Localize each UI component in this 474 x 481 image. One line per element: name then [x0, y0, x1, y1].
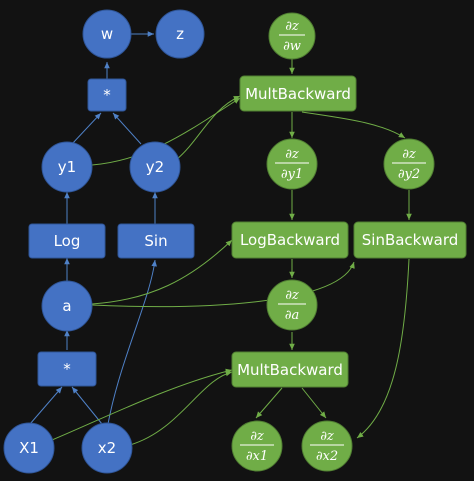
node-a-label: a — [62, 297, 71, 315]
node-z-label: z — [176, 25, 184, 43]
op-log[interactable]: Log — [28, 223, 106, 259]
node-z[interactable]: z — [155, 9, 205, 59]
node-y1[interactable]: y1 — [41, 141, 93, 193]
node-y2-label: y2 — [146, 158, 164, 176]
node-y1-label: y1 — [58, 158, 76, 176]
edge-y1-to-mul — [71, 112, 102, 145]
node-x1[interactable]: X1 — [3, 422, 55, 474]
grad-dz-dy2-den: ∂y2 — [398, 167, 420, 182]
mult-backward-top[interactable]: MultBackward — [239, 75, 357, 112]
grad-dz-dx2-den: ∂x2 — [316, 449, 338, 464]
grad-dz-dy2[interactable]: ∂z ∂y2 — [383, 138, 435, 190]
op-sin[interactable]: Sin — [117, 223, 195, 259]
grad-dz-da-den: ∂a — [285, 308, 299, 323]
grad-dz-da-num: ∂z — [285, 288, 299, 303]
op-multiply-top-label: * — [103, 86, 111, 104]
grad-dz-dy1-num: ∂z — [285, 147, 299, 162]
grad-dz-dx1[interactable]: ∂z ∂x1 — [231, 420, 283, 472]
grad-dz-dx2-num: ∂z — [320, 429, 334, 444]
mult-backward-bottom[interactable]: MultBackward — [231, 351, 349, 388]
edge-multbw-to-dx2 — [301, 387, 327, 419]
grad-dz-dy2-num: ∂z — [402, 147, 416, 162]
op-log-label: Log — [54, 232, 81, 250]
grad-dz-dy1-den: ∂y1 — [281, 167, 303, 182]
edge-a-to-logbw — [91, 239, 233, 305]
edge-x2-to-multbw — [129, 370, 233, 446]
grad-dz-dw[interactable]: ∂z ∂w — [268, 12, 316, 60]
op-multiply-bottom-label: * — [63, 360, 71, 378]
edge-x2-to-sin — [107, 259, 157, 425]
grad-dz-dx2[interactable]: ∂z ∂x2 — [301, 420, 353, 472]
grad-dz-dx1-den: ∂x1 — [246, 449, 268, 464]
forward-edges — [29, 31, 158, 425]
sin-backward-label: SinBackward — [362, 231, 459, 249]
log-backward-label: LogBackward — [240, 231, 340, 249]
op-sin-label: Sin — [144, 232, 167, 250]
node-x1-label: X1 — [19, 439, 39, 457]
node-w[interactable]: w — [82, 9, 132, 59]
mult-backward-top-label: MultBackward — [245, 85, 351, 103]
op-multiply-bottom[interactable]: * — [37, 351, 97, 387]
edge-y2-to-multbw — [175, 95, 241, 161]
edge-x2-to-mul — [71, 386, 103, 425]
grad-dz-dw-den: ∂w — [283, 39, 301, 54]
grad-dz-dy1[interactable]: ∂z ∂y1 — [266, 138, 318, 190]
edge-multbw-to-dx1 — [255, 387, 283, 419]
op-multiply-top[interactable]: * — [87, 78, 127, 112]
edge-a-to-sinbw — [91, 261, 355, 308]
node-w-label: w — [101, 25, 113, 43]
node-y2[interactable]: y2 — [129, 141, 181, 193]
grad-dz-dx1-num: ∂z — [250, 429, 264, 444]
mult-backward-bottom-label: MultBackward — [237, 361, 343, 379]
backward-edges — [51, 58, 412, 446]
node-a[interactable]: a — [41, 280, 93, 332]
edge-x1-to-mul — [29, 386, 63, 425]
node-x2[interactable]: x2 — [81, 422, 133, 474]
edge-mult-to-dy2 — [301, 111, 406, 139]
node-x2-label: x2 — [98, 439, 116, 457]
sin-backward[interactable]: SinBackward — [353, 221, 467, 259]
edge-y1-to-multbw — [91, 97, 241, 166]
edge-x1-to-multbw — [51, 368, 233, 441]
grad-dz-da[interactable]: ∂z ∂a — [266, 279, 318, 331]
log-backward[interactable]: LogBackward — [231, 221, 349, 259]
grad-dz-dw-num: ∂z — [285, 19, 299, 34]
edge-y2-to-mul — [112, 112, 142, 145]
edge-sinbw-to-dx2 — [356, 258, 410, 439]
